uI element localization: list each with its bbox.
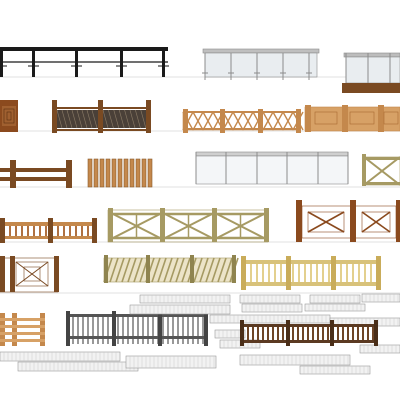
- square-motif-fence: [0, 256, 59, 293]
- diagonal-lattice-fence: [182, 109, 304, 133]
- lattice-panel-fence: [52, 100, 151, 133]
- iron-picket-fence: [66, 311, 208, 346]
- orange-wood-fence: [304, 105, 400, 132]
- dark-baluster-fence: [240, 320, 378, 346]
- simple-rail-fence: [0, 160, 72, 188]
- carved-wood-panel: [0, 100, 18, 132]
- brown-x-brace-fence: [296, 200, 400, 242]
- plan-view-sheets: [0, 293, 400, 375]
- tan-baluster-fence: [241, 256, 381, 290]
- steel-glass-rail: [202, 48, 320, 80]
- black-metal-rail: [0, 47, 169, 77]
- baluster-fence: [0, 218, 97, 243]
- steel-glass-rail-wood-base: [342, 52, 400, 93]
- picket-screen: [87, 158, 153, 188]
- glass-panel-rail: [195, 151, 349, 185]
- olive-x-brace-fence: [107, 208, 269, 243]
- low-plank-fence: [0, 313, 45, 346]
- cross-braced-fence: [362, 154, 400, 186]
- diagonal-slat-fence: [103, 255, 239, 283]
